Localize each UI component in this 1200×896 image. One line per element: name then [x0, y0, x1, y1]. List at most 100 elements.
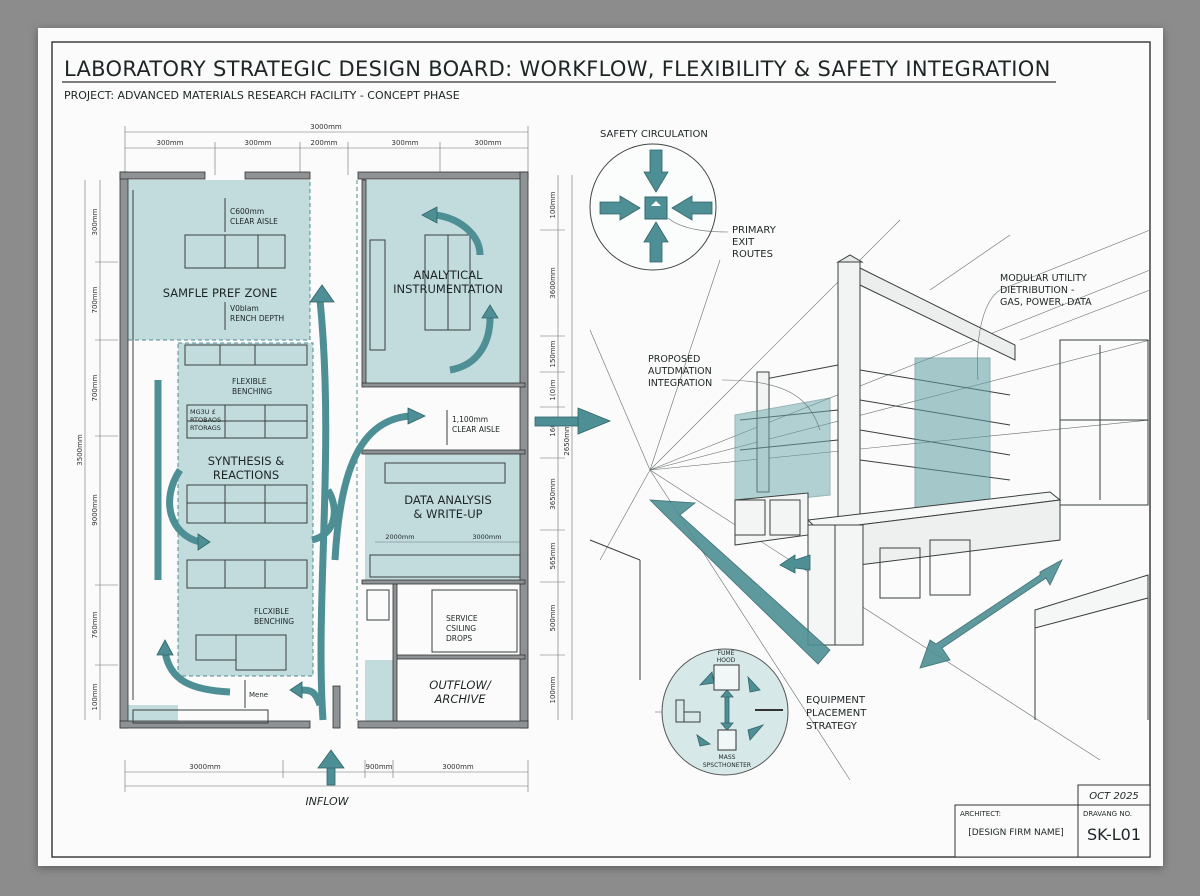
header: LABORATORY STRATEGIC DESIGN BOARD: WORKF…: [62, 57, 1056, 102]
dim-left-1: 300mm: [91, 208, 99, 235]
left-wing: [119, 171, 341, 729]
dim-top-5: 300mm: [475, 139, 502, 147]
dim-right-3: 150mm: [549, 340, 557, 367]
modular-callout-3: GAS, POWER, DATA: [1000, 297, 1092, 308]
top-dimensions: 3000mm 300mm 300mm 200mm 300mm 300mm: [124, 123, 529, 175]
dim-left-3: 700mm: [91, 374, 99, 401]
equip-callout-1: EQUIPMENT: [806, 695, 866, 706]
dim-left-5: 760mm: [91, 611, 99, 638]
safety-circulation-diagram: SAFETY CIRCULATION PRIMARY EXIT ROUTES: [589, 129, 777, 271]
arrow-up-icon: [309, 284, 335, 303]
dim-overall-left: 3500mm: [76, 434, 84, 466]
exit-arrows-icon: [599, 149, 713, 263]
sheet-border: [51, 41, 1151, 858]
perspective-sketch: MODULAR UTILITY DIETRIBUTION - GAS, POWE…: [589, 219, 1151, 781]
note-flexible-2a: FLCXIBLE: [254, 607, 289, 616]
right-dimensions: 2650mm 100mm 3600mm 150mm 1(0)m 160 3650…: [540, 175, 573, 720]
note-service-3: DROPS: [446, 634, 472, 643]
architect-name: [DESIGN FIRM NAME]: [968, 828, 1064, 838]
equip-bottom-label-2: SPSCTHONETER: [703, 762, 751, 769]
drawing-number-label: DRAVANG NO.: [1083, 810, 1132, 818]
safety-title: SAFETY CIRCULATION: [600, 129, 708, 140]
safety-callout-3: ROUTES: [732, 249, 773, 260]
workflow-arrows: [154, 206, 612, 786]
zone-label-outflow-1: OUTFLOW/: [429, 678, 492, 692]
note-bottom: Mene: [249, 691, 268, 699]
zone-label-synthesis-1: SYNTHESIS &: [208, 454, 285, 468]
note-bench-depth-1: V0bIam: [230, 304, 259, 313]
bottom-dimensions: 3000mm 900mm 3000mm: [124, 760, 529, 792]
floor-plan: 3000mm 300mm 300mm 200mm 300mm 300mm 350…: [76, 123, 612, 808]
note-clear-aisle-top-2: CLEAR AISLE: [230, 217, 278, 226]
modular-callout-2: DIETRIBUTION -: [1000, 285, 1074, 296]
architect-label: ARCHITECT:: [960, 810, 1001, 818]
automation-glass-panel: [734, 397, 831, 506]
note-clear-aisle-mid-1: 1,100mm: [452, 415, 488, 424]
dim-overall-right: 2650mm: [563, 424, 571, 456]
dim-right-4: 1(0)m: [549, 379, 557, 400]
note-flexible-1b: BENCHING: [232, 387, 272, 396]
zone-label-synthesis-2: REACTIONS: [213, 468, 279, 482]
dim-bottom-3: 3000mm: [442, 763, 474, 771]
drawing-date: OCT 2025: [1089, 791, 1139, 802]
dim-left-4: 9000mm: [91, 494, 99, 526]
dim-top-1: 300mm: [157, 139, 184, 147]
note-clear-aisle-top-1: C600mm: [230, 207, 264, 216]
board-title: LABORATORY STRATEGIC DESIGN BOARD: WORKF…: [64, 57, 1051, 81]
data-analysis-zone: [365, 452, 525, 582]
dim-right-7: 565mm: [549, 542, 557, 569]
floor-flow-arrow-icon: [648, 499, 831, 665]
link-arrow-icon: [577, 407, 612, 435]
note-storage-3: RTORAGS: [190, 424, 221, 432]
zone-label-analytical-2: INSTRUMENTATION: [393, 282, 503, 296]
note-bench-depth-2: RENCH DEPTH: [230, 314, 284, 323]
equip-top-label-1: FUME: [718, 650, 735, 657]
zone-label-data-2: & WRITE-UP: [413, 507, 482, 521]
note-data-dim-2: 3000mm: [472, 533, 501, 541]
note-service-1: SERVICE: [446, 614, 478, 623]
automation-callout-3: INTEGRATION: [648, 378, 712, 389]
cycle-arrows-icon: [696, 671, 765, 747]
synthesis-zone: [178, 343, 313, 676]
safety-callout-2: EXIT: [732, 237, 755, 248]
dim-overall-top: 3000mm: [310, 123, 342, 131]
zone-label-outflow-2: ARCHIVE: [433, 692, 486, 706]
note-flexible-2b: BENCHING: [254, 617, 294, 626]
dim-top-3: 200mm: [311, 139, 338, 147]
dim-left-6: 100mm: [91, 683, 99, 710]
equip-bottom-label-1: MASS: [719, 754, 736, 761]
zone-label-data-1: DATA ANALYSIS: [404, 493, 492, 507]
safety-callout-1: PRIMARY: [732, 225, 777, 236]
project-subtitle: PROJECT: ADVANCED MATERIALS RESEARCH FAC…: [64, 89, 460, 102]
automation-callout-1: PROPOSED: [648, 354, 700, 365]
dim-right-9: 100mm: [549, 676, 557, 703]
utility-glass-panel: [914, 357, 991, 527]
dim-top-2: 300mm: [245, 139, 272, 147]
inflow-arrow-icon: [317, 749, 345, 769]
mass-spectrometer-icon: [717, 729, 737, 751]
right-wing: [356, 171, 529, 729]
double-arrow-icon: [919, 559, 1063, 669]
left-dimensions: 3500mm 300mm 700mm 700mm 9000mm 760mm 10…: [76, 180, 118, 720]
dim-bottom-2: 900mm: [366, 763, 393, 771]
dim-right-8: 500mm: [549, 604, 557, 631]
foreground-counter: [589, 539, 1149, 720]
modular-callout-1: MODULAR UTILITY: [1000, 273, 1087, 284]
dim-right-1: 100mm: [549, 191, 557, 218]
lab-bench-island: [734, 491, 1062, 646]
zone-label-analytical-1: ANALYTICAL: [414, 268, 484, 282]
equip-callout-2: PLACEMENT: [806, 708, 867, 719]
dim-right-2: 3600mm: [549, 267, 557, 299]
dim-bottom-1: 3000mm: [189, 763, 221, 771]
inflow-label: INFLOW: [305, 795, 349, 808]
arrow-right-icon: [407, 407, 426, 425]
note-clear-aisle-mid-2: CLEAR AISLE: [452, 425, 500, 434]
plan-notes: C600mm CLEAR AISLE V0bIam RENCH DEPTH FL…: [190, 198, 520, 808]
zone-labels: SAMFLE PREF ZONE ANALYTICAL INSTRUMENTAT…: [163, 268, 503, 706]
dim-right-6: 3650mm: [549, 478, 557, 510]
exit-shower-icon: [644, 196, 668, 220]
dim-top-4: 300mm: [392, 139, 419, 147]
note-service-2: CSILING: [446, 624, 476, 633]
title-block: OCT 2025 ARCHITECT: [DESIGN FIRM NAME] D…: [954, 784, 1151, 858]
